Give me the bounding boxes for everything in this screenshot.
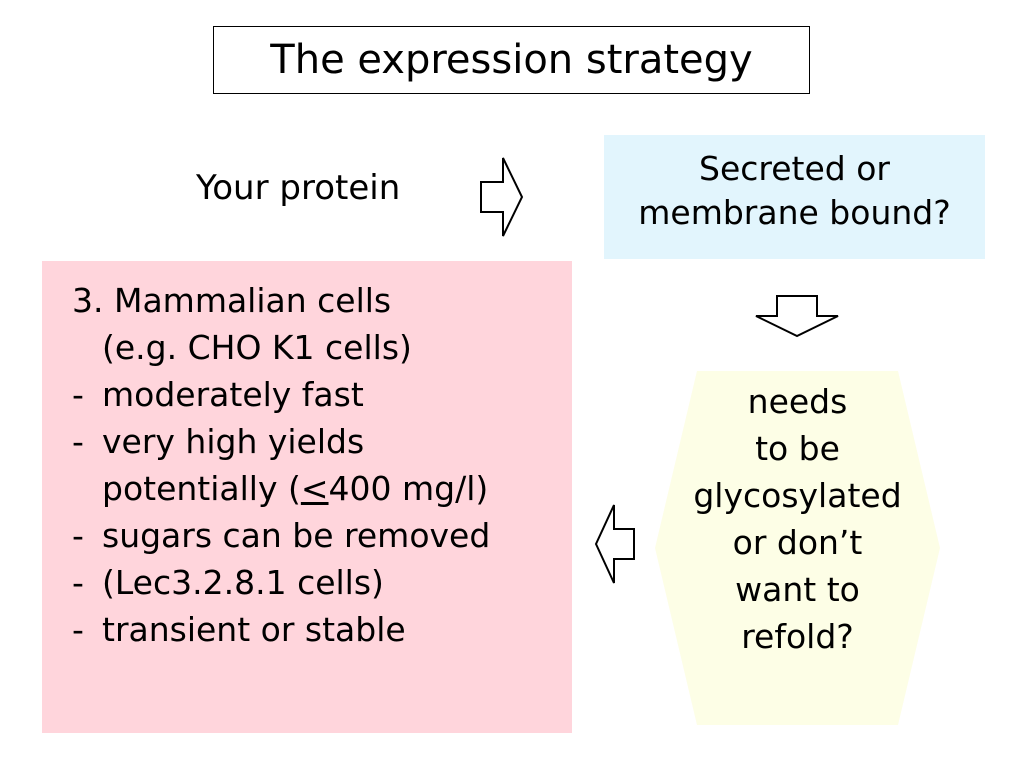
title-box: The expression strategy bbox=[213, 26, 810, 94]
bullet-mark: - bbox=[72, 422, 84, 461]
yellow-line-4: or don’t bbox=[732, 523, 863, 562]
page-title: The expression strategy bbox=[270, 37, 753, 83]
yellow-line-6: refold? bbox=[741, 617, 854, 656]
mammalian-example: (e.g. CHO K1 cells) bbox=[102, 328, 412, 367]
bullet-item: - (Lec3.2.8.1 cells) bbox=[72, 559, 572, 606]
bullet-mark: - bbox=[72, 375, 84, 414]
blue-box-line-2: membrane bound? bbox=[638, 193, 951, 232]
bullet-item: - moderately fast bbox=[72, 371, 572, 418]
yields-suffix: 400 mg/l) bbox=[328, 469, 489, 508]
bullet-text: very high yields bbox=[102, 422, 365, 461]
bullet-mark: - bbox=[72, 610, 84, 649]
bullet-continuation: potentially (<400 mg/l) bbox=[72, 465, 572, 512]
yellow-line-3: glycosylated bbox=[693, 476, 902, 515]
your-protein-label: Your protein bbox=[196, 168, 401, 208]
down-arrow-icon bbox=[755, 295, 839, 338]
left-arrow-icon bbox=[594, 504, 635, 584]
bullet-text: moderately fast bbox=[102, 375, 364, 414]
yellow-line-5: want to bbox=[735, 570, 860, 609]
bullet-item: - transient or stable bbox=[72, 606, 572, 653]
yellow-line-2: to be bbox=[755, 429, 840, 468]
yellow-line-1: needs bbox=[747, 382, 848, 421]
bullet-item: - very high yields bbox=[72, 418, 572, 465]
blue-box-line-1: Secreted or bbox=[699, 149, 890, 188]
mammalian-heading: 3. Mammalian cells bbox=[72, 281, 392, 320]
mammalian-subheading: (e.g. CHO K1 cells) bbox=[72, 324, 572, 371]
bullet-text: transient or stable bbox=[102, 610, 406, 649]
glycosylation-question: needs to be glycosylated or don’t want t… bbox=[655, 378, 940, 660]
glycosylation-hexagon bbox=[655, 371, 940, 725]
mammalian-cells-box: 3. Mammalian cells (e.g. CHO K1 cells) -… bbox=[42, 261, 572, 733]
right-arrow-icon bbox=[480, 157, 524, 237]
yields-underlined-symbol: < bbox=[300, 469, 329, 508]
bullet-mark: - bbox=[72, 563, 84, 602]
yields-prefix: potentially ( bbox=[102, 469, 301, 508]
bullet-item: - sugars can be removed bbox=[72, 512, 572, 559]
secreted-or-membrane-bound-box: Secreted or membrane bound? bbox=[604, 135, 985, 259]
bullet-text: (Lec3.2.8.1 cells) bbox=[102, 563, 384, 602]
bullet-text: sugars can be removed bbox=[102, 516, 491, 555]
bullet-mark: - bbox=[72, 516, 84, 555]
